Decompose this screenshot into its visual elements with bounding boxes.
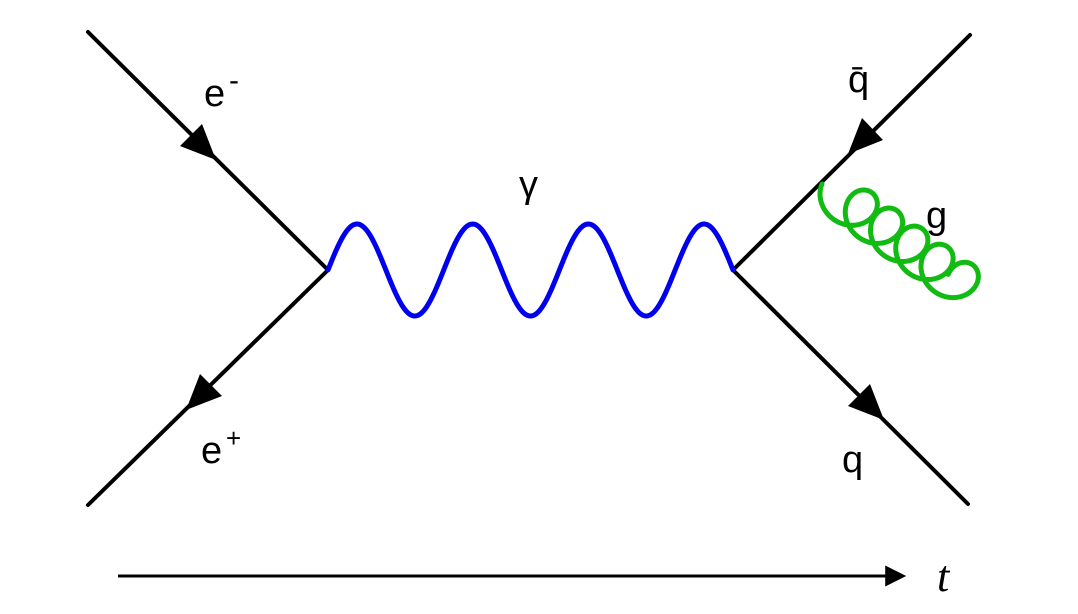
quark-line [731,268,970,506]
positron-charge-label: + [226,423,241,453]
quark-arrowhead [848,384,884,420]
electron-label: e [204,73,225,115]
antiquark-arrowhead [848,118,883,154]
time-axis-label: t [937,552,951,601]
fermion-arrows [180,118,884,420]
photon-propagator [325,221,736,319]
photon-label: γ [519,164,538,206]
gluon-label: g [926,195,947,237]
antiquark-label: q̄ [848,59,869,101]
electron-arrowhead [180,124,216,160]
positron-arrowhead [186,374,222,410]
gluon-line [817,181,981,301]
electron-charge-label: - [229,64,239,97]
positron-label: e [201,430,222,472]
quark-label: q [842,439,863,481]
